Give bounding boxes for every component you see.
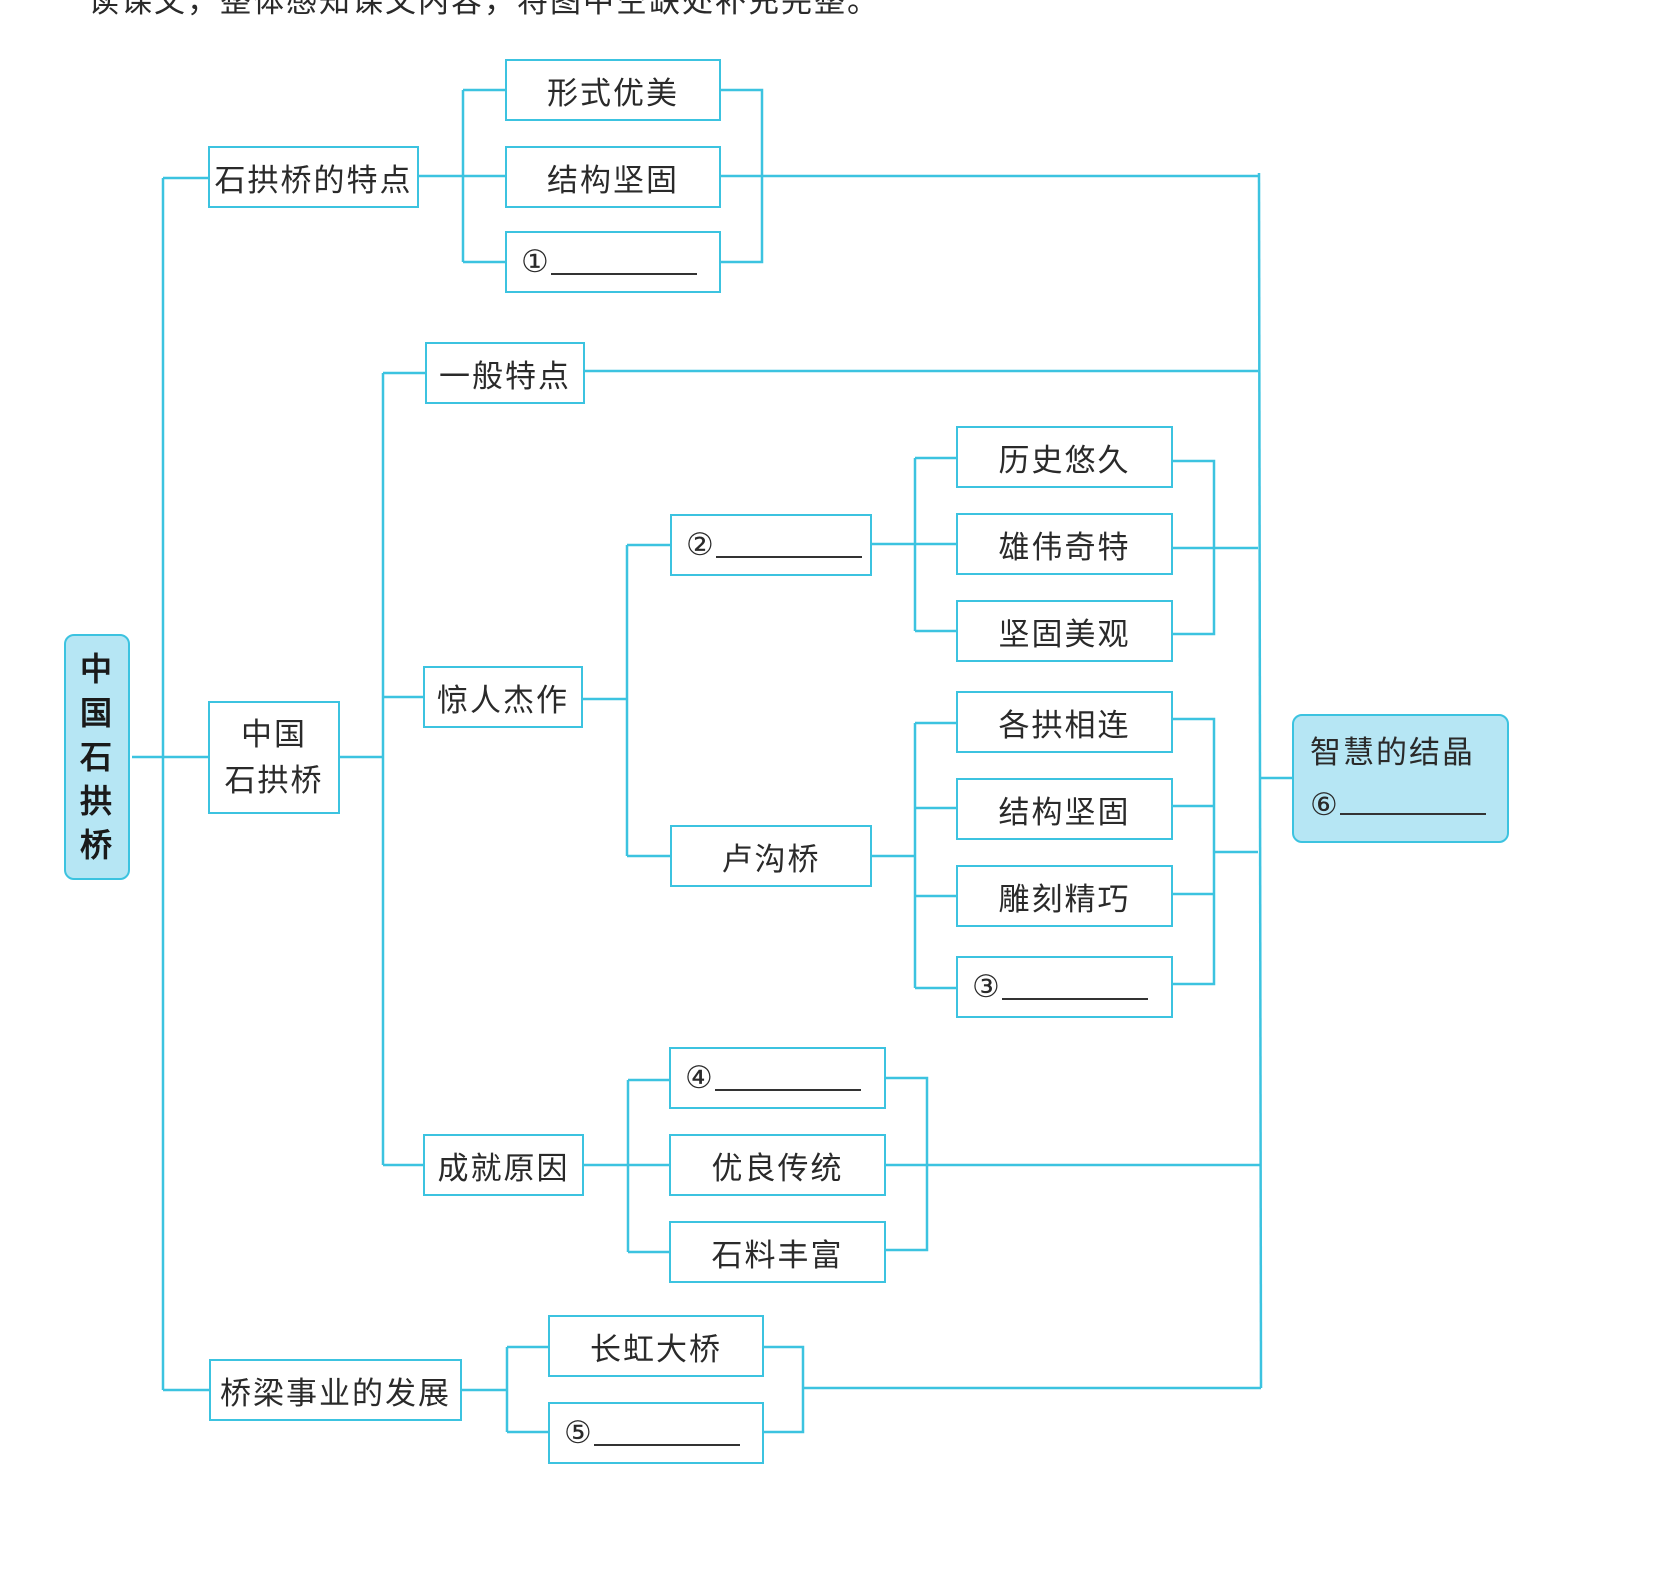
answer-blank[interactable] xyxy=(715,532,862,558)
blank-number: ③ xyxy=(972,969,1000,1005)
answer-blank[interactable] xyxy=(1001,974,1148,1000)
blank-number: ⑤ xyxy=(564,1415,592,1451)
answer-blank[interactable] xyxy=(550,249,697,275)
root-char: 石 xyxy=(79,738,114,776)
mid-line-1: 中国 xyxy=(241,716,307,753)
development-blank: ⑤ xyxy=(548,1402,764,1464)
instruction-text: 读课文，整体感知课文内容，将图中空缺处补充完整。 xyxy=(88,0,880,20)
lugou-blank: ③ xyxy=(956,956,1173,1018)
lugou-item: 各拱相连 xyxy=(956,691,1173,753)
development-item: 长虹大桥 xyxy=(548,1315,764,1377)
blank-number: ① xyxy=(521,244,549,280)
root-char: 拱 xyxy=(79,782,114,820)
lugou-item: 结构坚固 xyxy=(956,778,1173,840)
mid-node: 中国 石拱桥 xyxy=(208,701,340,814)
blank-number: ② xyxy=(686,527,714,563)
goal-node: 智慧的结晶 ⑥ xyxy=(1292,714,1509,843)
masterpieces-title: 惊人杰作 xyxy=(423,666,583,728)
root-char: 国 xyxy=(79,694,114,732)
goal-blank-row: ⑥ xyxy=(1310,779,1486,831)
answer-blank[interactable] xyxy=(1339,789,1486,815)
answer-blank[interactable] xyxy=(593,1420,740,1446)
development-title: 桥梁事业的发展 xyxy=(209,1359,462,1421)
features-title: 石拱桥的特点 xyxy=(208,146,419,208)
blank-number: ④ xyxy=(685,1060,713,1096)
zhaozhou-item: 雄伟奇特 xyxy=(956,513,1173,575)
features-item: 结构坚固 xyxy=(505,146,721,208)
zhaozhou-item: 历史悠久 xyxy=(956,426,1173,488)
zhaozhou-blank: ② xyxy=(670,514,872,576)
reasons-item: 石料丰富 xyxy=(669,1221,886,1283)
features-item: 形式优美 xyxy=(505,59,721,121)
reasons-title: 成就原因 xyxy=(423,1134,584,1196)
root-node: 中 国 石 拱 桥 xyxy=(64,634,130,880)
goal-title: 智慧的结晶 xyxy=(1310,734,1475,771)
mid-line-2: 石拱桥 xyxy=(224,762,324,799)
reasons-item: 优良传统 xyxy=(669,1134,886,1196)
lugou-title: 卢沟桥 xyxy=(670,825,872,887)
answer-blank[interactable] xyxy=(714,1065,861,1091)
root-char: 中 xyxy=(79,650,114,688)
lugou-item: 雕刻精巧 xyxy=(956,865,1173,927)
general-title: 一般特点 xyxy=(425,342,585,404)
reasons-blank: ④ xyxy=(669,1047,886,1109)
features-blank: ① xyxy=(505,231,721,293)
zhaozhou-item: 坚固美观 xyxy=(956,600,1173,662)
root-char: 桥 xyxy=(79,826,114,864)
blank-number: ⑥ xyxy=(1310,786,1338,823)
